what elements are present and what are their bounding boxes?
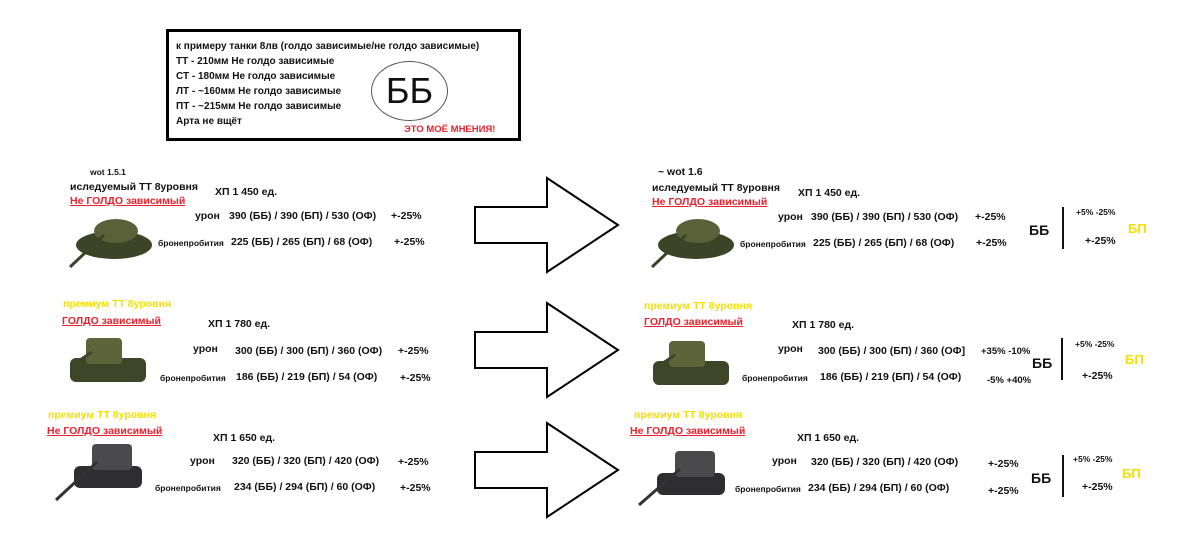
pen-mod: +-25% bbox=[976, 237, 1007, 249]
gold-status: ГОЛДО зависимый bbox=[62, 315, 161, 327]
damage-mod: +35% -10% bbox=[981, 346, 1031, 357]
note-box: к примеру танки 8лв (голдо зависимые/не … bbox=[166, 29, 521, 141]
damage-mod: +-25% bbox=[988, 458, 1019, 470]
bp-label: БП bbox=[1125, 352, 1144, 367]
tank-image bbox=[638, 451, 725, 507]
version-label: ~ wot 1.6 bbox=[658, 166, 703, 178]
bb-oval: ББ bbox=[371, 61, 448, 121]
pen-values: 186 (ББ) / 219 (БП) / 54 (ОФ) bbox=[820, 371, 962, 383]
damage-label: урон bbox=[778, 343, 803, 355]
damage-label: урон bbox=[190, 455, 215, 467]
gold-status: Не ГОЛДО зависимый bbox=[70, 195, 186, 207]
note-line: Арта не вщёт bbox=[176, 116, 242, 127]
tank-image bbox=[54, 444, 142, 502]
bp-label: БП bbox=[1122, 466, 1141, 481]
note-line: ТТ - 210мм Не голдо зависимые bbox=[176, 56, 335, 67]
pen-label: бронепробития bbox=[740, 239, 806, 249]
pen-values: 225 (ББ) / 265 (БП) / 68 (ОФ) bbox=[231, 236, 373, 248]
hp-value: ХП 1 780 ед. bbox=[208, 318, 271, 330]
bp-mod-top: +5% -25% bbox=[1075, 339, 1115, 349]
damage-values: 300 (ББ) / 300 (БП) / 360 (ОФ] bbox=[818, 345, 966, 357]
divider bbox=[1062, 455, 1064, 497]
pen-values: 225 (ББ) / 265 (БП) / 68 (ОФ) bbox=[813, 237, 955, 249]
pen-mod: +-25% bbox=[400, 482, 431, 494]
bp-label: БП bbox=[1128, 221, 1147, 236]
pen-values: 186 (ББ) / 219 (БП) / 54 (ОФ) bbox=[236, 371, 378, 383]
hp-value: ХП 1 450 ед. bbox=[215, 186, 278, 198]
damage-mod: +-25% bbox=[975, 211, 1006, 223]
divider bbox=[1062, 207, 1064, 249]
pen-mod: +-25% bbox=[400, 372, 431, 384]
arrow-right-icon bbox=[474, 301, 620, 399]
pen-label: бронепробития bbox=[155, 483, 221, 493]
hp-value: ХП 1 650 ед. bbox=[797, 432, 860, 444]
bb-label: ББ bbox=[1029, 222, 1050, 238]
damage-label: урон bbox=[195, 210, 220, 222]
damage-mod: +-25% bbox=[391, 210, 422, 222]
pen-mod: +-25% bbox=[988, 485, 1019, 497]
bp-mod-top: +5% -25% bbox=[1073, 454, 1113, 464]
damage-label: урон bbox=[778, 211, 803, 223]
bb-big-label: ББ bbox=[385, 70, 434, 111]
note-line: ПТ - ~215мм Не голдо зависимые bbox=[176, 101, 342, 112]
tank-image bbox=[650, 219, 734, 269]
hp-value: ХП 1 650 ед. bbox=[213, 432, 276, 444]
pen-mod: -5% +40% bbox=[987, 375, 1032, 386]
tank-image bbox=[653, 341, 729, 385]
bp-mod-top: +5% -25% bbox=[1076, 207, 1116, 217]
damage-values: 320 (ББ) / 320 (БП) / 420 (ОФ) bbox=[232, 455, 380, 467]
damage-values: 390 (ББ) / 390 (БП) / 530 (ОФ) bbox=[811, 211, 959, 223]
damage-label: урон bbox=[193, 343, 218, 355]
tank-type: премиум ТТ 8уровня bbox=[644, 300, 753, 312]
gold-status: Не ГОЛДО зависимый bbox=[652, 196, 768, 208]
damage-mod: +-25% bbox=[398, 456, 429, 468]
note-line: к примеру танки 8лв (голдо зависимые/не … bbox=[176, 41, 480, 52]
pen-values: 234 (ББ) / 294 (БП) / 60 (ОФ) bbox=[808, 482, 950, 494]
arrow-right-icon bbox=[474, 176, 620, 274]
bb-label: ББ bbox=[1032, 355, 1053, 371]
version-label: wot 1.5.1 bbox=[90, 167, 126, 177]
gold-status: ГОЛДО зависимый bbox=[644, 316, 743, 328]
arrow-right-icon bbox=[474, 421, 620, 519]
tank-type: премиум ТТ 8уровня bbox=[48, 409, 157, 421]
damage-mod: +-25% bbox=[398, 345, 429, 357]
tank-image bbox=[68, 219, 152, 269]
opinion-text: ЭТО МОЁ МНЕНИЯ! bbox=[404, 124, 496, 135]
pen-label: бронепробития bbox=[160, 373, 226, 383]
gold-status: Не ГОЛДО зависимый bbox=[630, 425, 746, 437]
note-line: СТ - 180мм Не голдо зависимые bbox=[176, 71, 336, 82]
damage-values: 390 (ББ) / 390 (БП) / 530 (ОФ) bbox=[229, 210, 377, 222]
pen-values: 234 (ББ) / 294 (БП) / 60 (ОФ) bbox=[234, 481, 376, 493]
tank-type: премиум ТТ 8уровня bbox=[63, 298, 172, 310]
tank-image bbox=[70, 338, 146, 382]
bp-mod-bottom: +-25% bbox=[1082, 370, 1113, 382]
bb-label: ББ bbox=[1031, 470, 1052, 486]
bp-mod-bottom: +-25% bbox=[1085, 235, 1116, 247]
bp-mod-bottom: +-25% bbox=[1082, 481, 1113, 493]
pen-label: бронепробития bbox=[158, 238, 224, 248]
pen-mod: +-25% bbox=[394, 236, 425, 248]
hp-value: ХП 1 450 ед. bbox=[798, 187, 861, 199]
pen-label: бронепробития bbox=[742, 373, 808, 383]
tank-type: иследуемый ТТ 8уровня bbox=[70, 181, 199, 193]
divider bbox=[1061, 338, 1063, 380]
damage-values: 320 (ББ) / 320 (БП) / 420 (ОФ) bbox=[811, 456, 959, 468]
gold-status: Не ГОЛДО зависимый bbox=[47, 425, 163, 437]
damage-values: 300 (ББ) / 300 (БП) / 360 (ОФ) bbox=[235, 345, 383, 357]
pen-label: бронепробития bbox=[735, 484, 801, 494]
damage-label: урон bbox=[772, 455, 797, 467]
tank-type: премиум ТТ 8уровня bbox=[634, 409, 743, 421]
note-line: ЛТ - ~160мм Не голдо зависимые bbox=[176, 86, 342, 97]
hp-value: ХП 1 780 ед. bbox=[792, 319, 855, 331]
tank-type: иследуемый ТТ 8уровня bbox=[652, 182, 781, 194]
